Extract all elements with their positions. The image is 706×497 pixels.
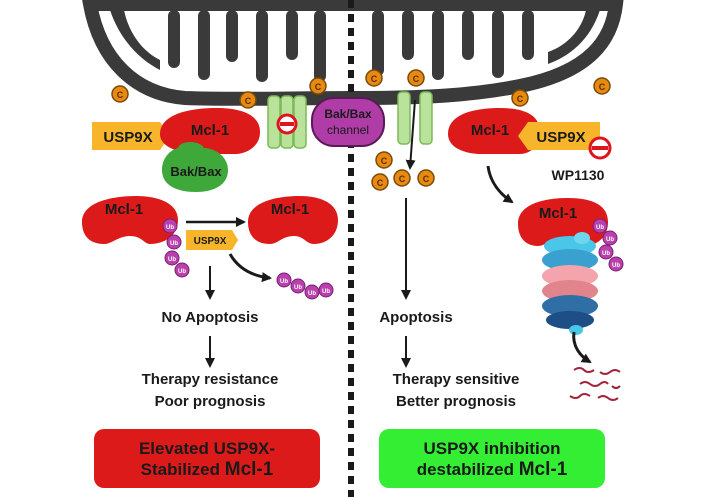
inhibition-icon (276, 113, 298, 135)
no-apoptosis-label: No Apoptosis (161, 309, 259, 326)
degradation-arrow (572, 331, 592, 364)
svg-text:C: C (423, 174, 430, 184)
svg-text:Ub: Ub (606, 237, 614, 243)
svg-text:Ub: Ub (166, 225, 174, 231)
svg-text:C: C (381, 156, 388, 166)
inhibition-summary-line2: destabilized Mcl-1 (379, 459, 605, 480)
ubiquitinated-mcl1-left: Mcl-1 (82, 196, 178, 244)
inhibition-icon (588, 136, 612, 160)
svg-text:C: C (413, 74, 420, 84)
left-outcome-line2: Poor prognosis (154, 393, 266, 410)
mitochondrial-cristae (110, 10, 600, 82)
svg-text:USP9X: USP9X (194, 236, 227, 247)
proteasome (542, 232, 598, 335)
svg-text:Bak/Bax: Bak/Bax (324, 107, 372, 121)
bakbax-protein-left: Bak/Bax (162, 142, 228, 192)
cytochrome-c-membrane-group: C C C C C C C (111, 69, 611, 109)
svg-text:Ub: Ub (294, 285, 302, 291)
elevated-summary-protein: Mcl-1 (224, 458, 274, 480)
mcl1-membrane-right: Mcl-1 (448, 108, 540, 154)
usp9x-tag-left: USP9X (92, 122, 170, 150)
degradation-route-arrow (486, 165, 514, 204)
elevated-usp9x-summary-box: Elevated USP9X- Stabilized Mcl-1 (94, 429, 320, 488)
svg-text:Ub: Ub (168, 257, 176, 263)
svg-text:channel: channel (327, 123, 369, 137)
cytochrome-c-icon: C (407, 69, 425, 87)
svg-text:Mcl-1: Mcl-1 (105, 201, 143, 218)
svg-text:Ub: Ub (280, 279, 288, 285)
left-outcome-line1: Therapy resistance (141, 371, 279, 388)
svg-text:Ub: Ub (612, 263, 620, 269)
right-outcome-line1: Therapy sensitive (392, 371, 520, 388)
cytochrome-c-icon: C (365, 69, 383, 87)
svg-text:C: C (599, 82, 606, 92)
svg-text:C: C (517, 94, 524, 104)
svg-text:Bak/Bax: Bak/Bax (170, 164, 222, 179)
cytochrome-c-icon: C (239, 91, 257, 109)
peptide-fragments (569, 367, 621, 401)
bakbax-pore-right (397, 91, 433, 145)
svg-text:C: C (245, 96, 252, 106)
released-cytochrome-c: C C C C (371, 151, 435, 191)
ubiquitin-chain-left: Ub Ub Ub Ub (162, 218, 190, 278)
right-outcome-line2: Better prognosis (395, 393, 516, 410)
usp9x-inhibition-summary-box: USP9X inhibition destabilized Mcl-1 (379, 429, 605, 488)
svg-text:Mcl-1: Mcl-1 (191, 122, 229, 139)
svg-text:Mcl-1: Mcl-1 (539, 205, 577, 222)
svg-text:Mcl-1: Mcl-1 (271, 201, 309, 218)
cytochrome-c-icon: C (511, 89, 529, 107)
elevated-summary-line1: Elevated USP9X- (138, 438, 276, 458)
apoptosis-label: Apoptosis (379, 309, 453, 326)
usp9x-small-tag: USP9X (186, 230, 238, 250)
elevated-summary-text: Stabilized (140, 459, 225, 479)
cytochrome-release-arrow (405, 99, 416, 170)
svg-text:C: C (377, 178, 384, 188)
svg-text:Ub: Ub (602, 251, 610, 257)
svg-text:Ub: Ub (322, 289, 330, 295)
cytochrome-c-icon: C (593, 77, 611, 95)
free-ubiquitin-chain: Ub Ub Ub Ub (276, 272, 334, 300)
inhibition-summary-line1: USP9X inhibition (423, 438, 561, 458)
svg-text:C: C (315, 82, 322, 92)
usp9x-tag-right: USP9X (518, 122, 600, 150)
svg-text:C: C (117, 90, 124, 100)
ubiquitin-chain-right: Ub Ub Ub Ub (592, 218, 624, 272)
stabilized-mcl1-left: Mcl-1 (248, 196, 338, 244)
svg-text:USP9X: USP9X (103, 129, 152, 146)
svg-text:USP9X: USP9X (536, 129, 585, 146)
svg-text:Ub: Ub (178, 269, 186, 275)
bakbax-channel: Bak/Bax channel (311, 97, 385, 147)
cytochrome-c-icon: C (111, 85, 129, 103)
svg-text:C: C (371, 74, 378, 84)
inhibition-summary-text: destabilized (416, 459, 519, 479)
svg-text:C: C (399, 174, 406, 184)
elevated-summary-line2: Stabilized Mcl-1 (94, 459, 320, 480)
svg-text:Mcl-1: Mcl-1 (471, 122, 509, 139)
svg-text:Ub: Ub (596, 225, 604, 231)
ubiquitin-release-arrow (228, 253, 272, 283)
mcl1-membrane-left: Mcl-1 (160, 108, 260, 154)
svg-text:Ub: Ub (308, 291, 316, 297)
inhibitor-label: WP1130 (552, 167, 605, 183)
inhibition-summary-protein: Mcl-1 (518, 458, 568, 480)
svg-text:Ub: Ub (170, 241, 178, 247)
cytochrome-c-icon: C (309, 77, 327, 95)
